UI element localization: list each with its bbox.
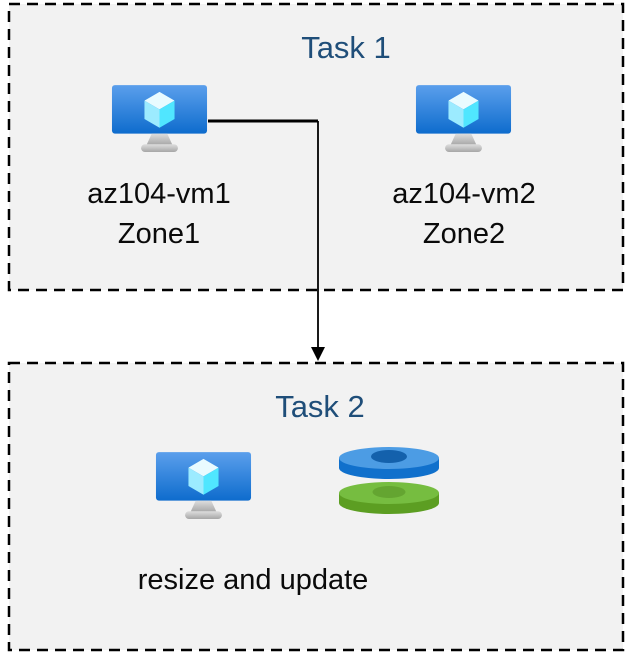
task1-title: Task 1 — [301, 30, 391, 65]
vm1-name: az104-vm1 — [87, 178, 231, 210]
connector-arrow — [208, 119, 325, 361]
task2-box — [7, 361, 625, 652]
task2-title: Task 2 — [275, 389, 365, 424]
vm2-zone: Zone2 — [422, 218, 506, 250]
vm1-label: az104-vm1 Zone1 — [59, 174, 259, 254]
vm2-label: az104-vm2 Zone2 — [364, 174, 564, 254]
vm2-name: az104-vm2 — [392, 178, 536, 210]
vm1-zone: Zone1 — [117, 218, 201, 250]
task1-box — [7, 2, 625, 292]
task2-caption: resize and update — [137, 564, 369, 596]
managed-disks-icon — [339, 447, 439, 514]
